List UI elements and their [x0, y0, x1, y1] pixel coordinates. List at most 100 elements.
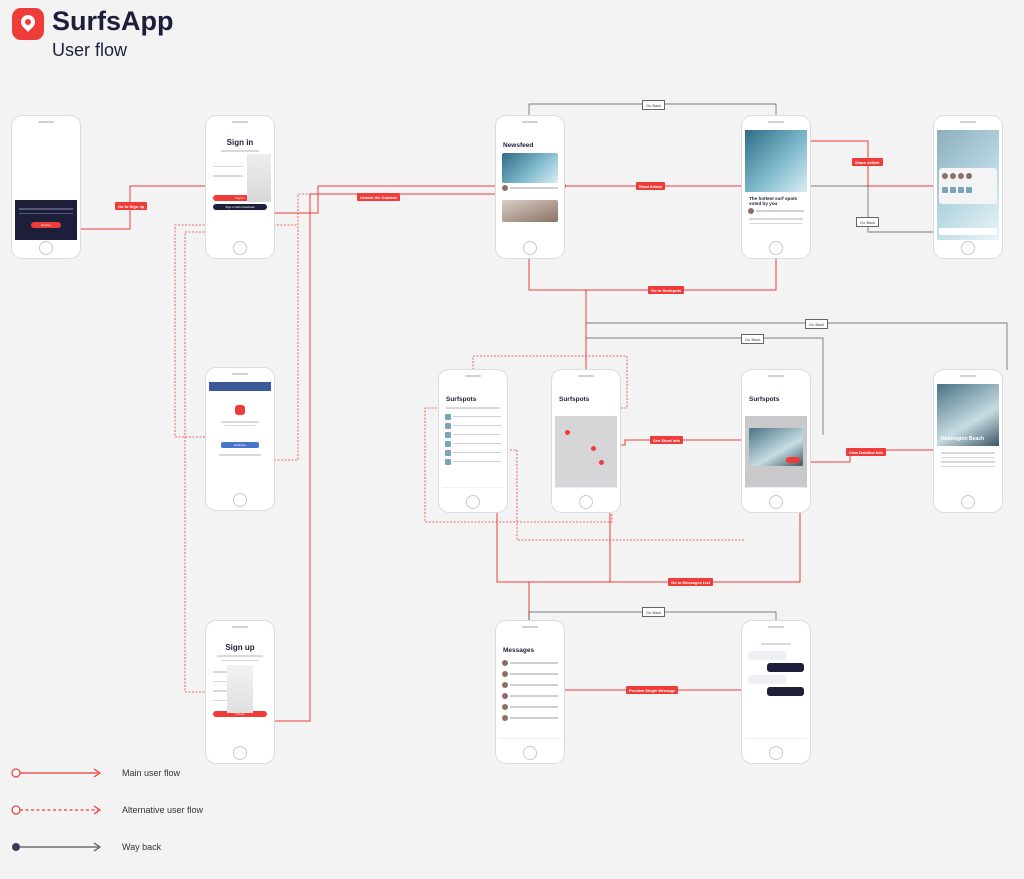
- password-field[interactable]: [213, 175, 243, 177]
- connector-main: [528, 242, 777, 291]
- sign-up-screen: Sign up Create: [209, 635, 271, 745]
- legend-alt-dot: [11, 805, 21, 815]
- facebook-continue-button[interactable]: Continue: [221, 442, 259, 448]
- email-field[interactable]: [213, 165, 243, 167]
- label-go-to-messages-list: Go to Messages List: [668, 578, 713, 586]
- sign-in-title: Sign in: [226, 138, 254, 147]
- surfspots-title: Surfspots: [446, 396, 477, 403]
- connector-main: [496, 445, 801, 583]
- welcome-screen: SurfsApp Explore: [15, 130, 77, 240]
- list-item[interactable]: [502, 680, 558, 690]
- list-item[interactable]: [445, 449, 501, 457]
- message-input[interactable]: [745, 738, 807, 745]
- list-item[interactable]: [445, 440, 501, 448]
- legend-main-flow: Main user flow: [122, 768, 181, 778]
- map-view[interactable]: [555, 416, 617, 488]
- facebook-sign-in-button[interactable]: Sign in with Facebook: [213, 203, 267, 210]
- article-author: [748, 207, 804, 215]
- map-pin-icon[interactable]: [599, 460, 604, 465]
- phone-share-sheet: [934, 116, 1002, 258]
- label-go-to-surfspots: Go to Surfspots: [648, 286, 685, 294]
- tab-bar[interactable]: [555, 487, 617, 494]
- legend-alternative-flow: Alternative user flow: [122, 805, 204, 815]
- label-go-back: Go Back: [642, 607, 666, 617]
- label-see-short-info: See Short Info: [650, 436, 684, 444]
- label-unlock-content: Unlock the Content: [357, 193, 400, 201]
- article-hero-image: [745, 130, 807, 192]
- app-icon: [235, 405, 245, 415]
- connector-alt: [260, 193, 500, 461]
- sign-in-button[interactable]: Sign in: [213, 194, 267, 201]
- surfer-illustration: [29, 160, 63, 200]
- single-message-screen: [745, 635, 807, 745]
- list-item[interactable]: [502, 702, 558, 712]
- list-item[interactable]: [445, 413, 501, 421]
- sign-up-title: Sign up: [225, 643, 255, 652]
- surfspots-title: Surfspots: [749, 396, 780, 403]
- spot-info-card[interactable]: [749, 428, 803, 466]
- message-bubble-received: [748, 650, 787, 660]
- phone-facebook-login: Continue: [206, 368, 274, 510]
- list-item[interactable]: [502, 669, 558, 679]
- create-account-button[interactable]: Create: [213, 711, 267, 717]
- list-item[interactable]: [445, 458, 501, 466]
- newsfeed-screen: Newsfeed: [499, 130, 561, 240]
- map-view: [745, 416, 807, 488]
- list-item[interactable]: [502, 691, 558, 701]
- phone-article: The hottest surf spots voted by you: [742, 116, 810, 258]
- phone-surfspots-short-info: Surfspots: [742, 370, 810, 512]
- article-card-image[interactable]: [502, 153, 558, 183]
- view-more-button[interactable]: [786, 457, 800, 463]
- label-view-detailed-info: View Detailed Info: [846, 448, 887, 456]
- label-go-back: Go Back: [642, 100, 666, 110]
- spot-detail-screen: Huntington Beach: [937, 384, 999, 494]
- spot-hero-image: Huntington Beach: [937, 384, 999, 446]
- connector-alt: [424, 407, 613, 523]
- page-subtitle: User flow: [52, 40, 128, 60]
- list-item[interactable]: [502, 713, 558, 723]
- tab-bar[interactable]: [442, 487, 504, 494]
- phone-messages-list: Messages: [496, 621, 564, 763]
- surfspots-list-screen: Surfspots: [442, 384, 504, 494]
- phone-surfspots-list: Surfspots: [439, 370, 507, 512]
- cancel-button[interactable]: [939, 228, 997, 235]
- message-bubble-sent: [767, 662, 804, 672]
- share-sheet[interactable]: [939, 168, 997, 204]
- phone-sign-in: Sign in Sign in Sign in with Facebook: [206, 116, 274, 258]
- connector-alt: [184, 231, 222, 693]
- message-bubble-received: [748, 674, 787, 684]
- article-card-image[interactable]: [502, 200, 558, 222]
- list-item[interactable]: [502, 658, 558, 668]
- label-read-article: Read Article: [636, 182, 666, 190]
- label-preview-single-message: Preview Single Message: [626, 686, 679, 694]
- list-item[interactable]: [445, 431, 501, 439]
- label-go-back: Go Back: [856, 217, 880, 227]
- messages-screen: Messages: [499, 635, 561, 745]
- map-pin-icon[interactable]: [565, 430, 570, 435]
- legend-main-arrow: [93, 768, 102, 778]
- welcome-bottom-panel: Explore: [15, 200, 77, 240]
- label-go-back: Go Back: [805, 319, 829, 329]
- surfspots-title: Surfspots: [559, 396, 590, 403]
- legend-alt-arrow: [93, 805, 102, 815]
- tab-bar[interactable]: [499, 738, 561, 745]
- messages-title: Messages: [503, 647, 535, 654]
- surfspots-map-screen: Surfspots: [555, 384, 617, 494]
- map-pin-icon[interactable]: [591, 446, 596, 451]
- explore-button[interactable]: Explore: [31, 222, 61, 228]
- connector-back: [586, 322, 1008, 370]
- connector-alt: [174, 224, 222, 438]
- surfspots-short-info-screen: Surfspots: [745, 384, 807, 494]
- connector-main: [790, 449, 935, 463]
- phone-speaker: [38, 121, 54, 123]
- list-item[interactable]: [445, 422, 501, 430]
- label-share-article: Share Article: [852, 158, 883, 166]
- legend-main-dot: [11, 768, 21, 778]
- tab-bar[interactable]: [745, 487, 807, 494]
- phone-surfspots-map: Surfspots: [552, 370, 620, 512]
- facebook-screen: Continue: [209, 382, 271, 492]
- surfer-photo: [247, 154, 271, 202]
- legend-back-dot: [12, 843, 20, 851]
- surfer-photo: [227, 665, 253, 713]
- article-screen: The hottest surf spots voted by you: [745, 130, 807, 240]
